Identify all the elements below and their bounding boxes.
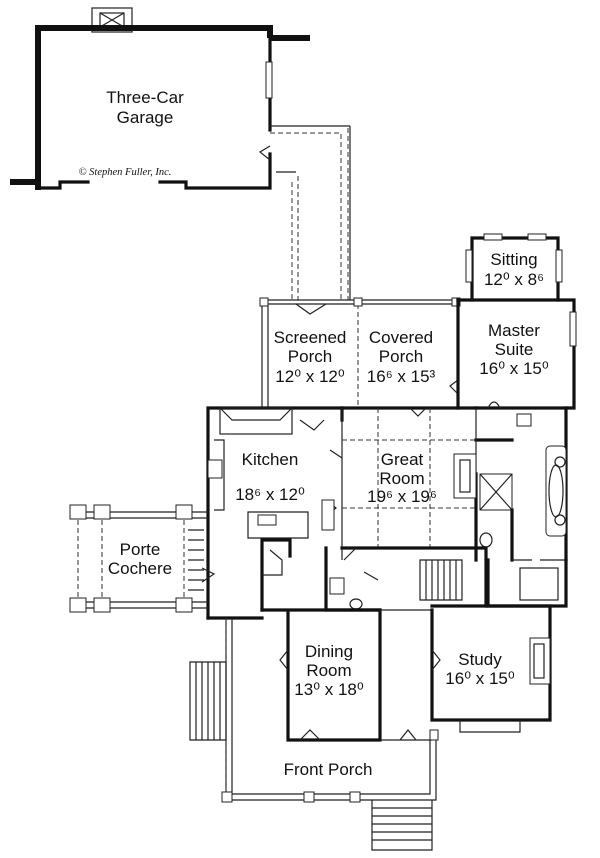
foyer	[380, 609, 432, 741]
porte-cochere-name-2: Cochere	[108, 559, 172, 578]
garage: Three-Car Garage © Stephen Fuller, Inc.	[10, 7, 351, 300]
study-dims: 16⁰ x 15⁰	[445, 669, 515, 688]
covered-porch-name-2: Porch	[379, 347, 423, 366]
sitting-name: Sitting	[490, 250, 537, 269]
master-suite-name: Master	[488, 321, 540, 340]
dining-room-dims: 13⁰ x 18⁰	[294, 680, 364, 699]
front-porch-name: Front Porch	[284, 760, 373, 779]
sitting-room: Sitting 12⁰ x 8⁶	[465, 233, 563, 302]
master-suite-name-2: Suite	[495, 340, 534, 359]
study: Study 16⁰ x 15⁰	[430, 604, 552, 733]
kitchen-name: Kitchen	[242, 450, 299, 469]
screened-porch-name-2: Porch	[288, 347, 332, 366]
covered-porch-dims: 16⁶ x 15³	[367, 367, 436, 386]
study-name: Study	[458, 650, 502, 669]
rear-porches: Screened Porch 12⁰ x 12⁰ Covered Porch 1…	[259, 297, 461, 408]
screened-porch-dims: 12⁰ x 12⁰	[275, 367, 345, 386]
great-room: Great Room 19⁶ x 19⁶	[341, 407, 477, 560]
master-suite: Master Suite 16⁰ x 15⁰	[456, 298, 577, 608]
sitting-dims: 12⁰ x 8⁶	[484, 270, 544, 289]
covered-porch-name: Covered	[369, 328, 433, 347]
front-porch: Front Porch	[189, 618, 439, 851]
dining-room-name-2: Room	[306, 661, 351, 680]
kitchen-dims: 18⁶ x 12⁰	[235, 485, 305, 504]
great-room-dims: 19⁶ x 19⁶	[367, 487, 437, 506]
great-room-name-2: Room	[379, 469, 424, 488]
porte-cochere: Porte Cochere	[69, 504, 216, 613]
copyright: © Stephen Fuller, Inc.	[79, 167, 172, 178]
porte-cochere-name: Porte	[120, 540, 161, 559]
great-room-name: Great	[381, 450, 424, 469]
garage-name: Three-Car	[106, 88, 184, 107]
garage-name-2: Garage	[117, 108, 174, 127]
dining-room: Dining Room 13⁰ x 18⁰	[206, 608, 382, 742]
master-suite-dims: 16⁰ x 15⁰	[479, 359, 549, 378]
screened-porch-name: Screened	[274, 328, 347, 347]
dining-room-name: Dining	[305, 642, 353, 661]
center-hall	[260, 538, 488, 612]
